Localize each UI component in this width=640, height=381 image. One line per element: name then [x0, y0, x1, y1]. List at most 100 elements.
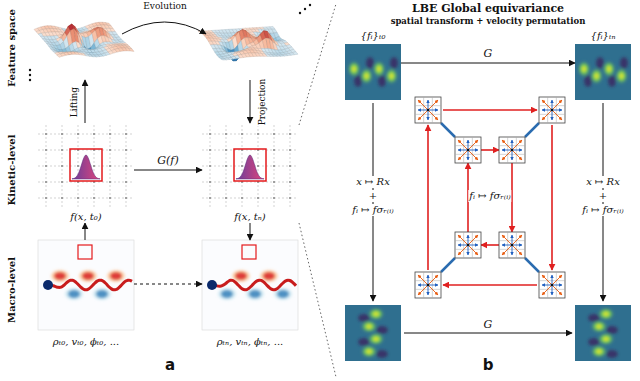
- velocity-arrow: [542, 285, 552, 286]
- velocity-arrow: [458, 150, 468, 160]
- panel-letter: b: [482, 356, 495, 374]
- connector: [250, 223, 251, 240]
- velocity-arrow: [502, 150, 512, 151]
- lattice-node: [225, 197, 227, 199]
- ellipsis-dot: [29, 74, 31, 76]
- kinetic-lattices: [38, 125, 298, 207]
- velocity-arrow: [428, 110, 438, 120]
- lifting-arrow: [85, 80, 86, 123]
- transition-label: Evolution: [142, 1, 187, 12]
- grid-line: [110, 125, 111, 207]
- node-caption: ρₜ₀, vₜ₀, ϕₜ₀, ...: [51, 336, 121, 349]
- grid-line: [38, 198, 134, 199]
- ellipsis-dot: [29, 69, 31, 71]
- grid-line: [226, 125, 227, 207]
- ellipsis-dot: [309, 4, 311, 6]
- arrow-label: Lifting: [69, 86, 80, 118]
- map-ground: [575, 44, 631, 100]
- grid-line: [202, 198, 298, 199]
- flow-fields: [38, 240, 298, 330]
- symmetry-link: [525, 123, 539, 137]
- velocity-arrow: [552, 110, 562, 111]
- lattice-node: [45, 133, 47, 135]
- kinetic-lattice-box: f(x, t₀): [38, 125, 134, 223]
- distribution-map: [575, 305, 631, 361]
- surface-patch: [270, 26, 276, 29]
- node-caption: f(x, tₙ): [232, 211, 268, 224]
- velocity-arrow: [428, 285, 438, 295]
- lattice-node: [225, 165, 227, 167]
- wake: [214, 280, 296, 290]
- lattice-node: [209, 149, 211, 151]
- velocity-arrow: [468, 235, 478, 245]
- evolution-arrow: [122, 22, 206, 34]
- permutation-arrow: [443, 109, 537, 111]
- ellipsis-dot: [29, 79, 31, 81]
- bright-spot: [602, 60, 616, 78]
- bright-spot: [372, 60, 386, 78]
- bright-spot: [360, 320, 378, 334]
- velocity-arrow: [552, 100, 562, 110]
- distribution-map: [345, 305, 401, 361]
- velocity-arrow: [552, 285, 562, 295]
- bright-spot: [597, 332, 615, 346]
- icon-frame: [539, 97, 565, 123]
- grid-line: [290, 125, 291, 207]
- field-ground: [202, 240, 298, 330]
- velocity-arrow: [512, 140, 522, 150]
- icon-frame: [499, 232, 525, 258]
- velocity-arrow: [512, 140, 513, 150]
- map-ground: [345, 305, 401, 361]
- lattice-node: [93, 197, 95, 199]
- velocity-arrow: [468, 245, 478, 246]
- level-label: Kinetic-level: [6, 134, 18, 207]
- velocity-arrow: [542, 110, 552, 111]
- ellipsis-dot: [299, 12, 301, 14]
- evolution-arrow: [404, 333, 572, 334]
- lattice-node: [273, 149, 275, 151]
- permutation-arrow: [481, 149, 499, 151]
- velocity-arrow: [418, 110, 428, 120]
- grid-line: [202, 134, 298, 135]
- lattice-node: [209, 165, 211, 167]
- lattice-node: [289, 181, 291, 183]
- velocity-arrow: [428, 275, 429, 285]
- velocity-arrow: [428, 285, 429, 295]
- velocity-arrow: [542, 275, 552, 285]
- focus-square: [242, 245, 256, 259]
- grid-line: [78, 125, 79, 207]
- surface-patch: [112, 32, 118, 35]
- kinetic-lattice: [38, 125, 134, 207]
- field-ground: [38, 240, 134, 330]
- velocity-arrow: [502, 245, 512, 255]
- velocity-arrow: [552, 110, 553, 120]
- rest-node: [427, 284, 430, 287]
- symmetry-link: [441, 123, 455, 137]
- lattice-node: [109, 197, 111, 199]
- icon-frame: [539, 272, 565, 298]
- distribution-field-box: {fᵢ}ₜₙ: [575, 30, 631, 100]
- connector: [134, 170, 202, 171]
- feature-surfaces: [34, 22, 298, 61]
- velocity-arrow: [512, 245, 522, 255]
- lattice-node: [273, 181, 275, 183]
- lattice-node: [109, 181, 111, 183]
- panel-title: LBE Global equivariance: [411, 2, 565, 15]
- connector: [85, 223, 86, 240]
- lattice-icon: [539, 272, 565, 298]
- lattice-node: [125, 165, 127, 167]
- icon-frame: [455, 137, 481, 163]
- lattice-icon: [539, 97, 565, 123]
- velocity-arrow: [552, 100, 553, 110]
- lattice-node: [289, 133, 291, 135]
- velocity-arrow: [468, 140, 469, 150]
- surface-patch: [293, 52, 299, 55]
- surface-patch: [110, 28, 116, 31]
- cylinder: [207, 280, 217, 290]
- lattice-node: [289, 149, 291, 151]
- velocity-arrow: [468, 245, 469, 255]
- transform-label: x ↦ Rx: [585, 176, 621, 188]
- lattice-icon: [415, 97, 441, 123]
